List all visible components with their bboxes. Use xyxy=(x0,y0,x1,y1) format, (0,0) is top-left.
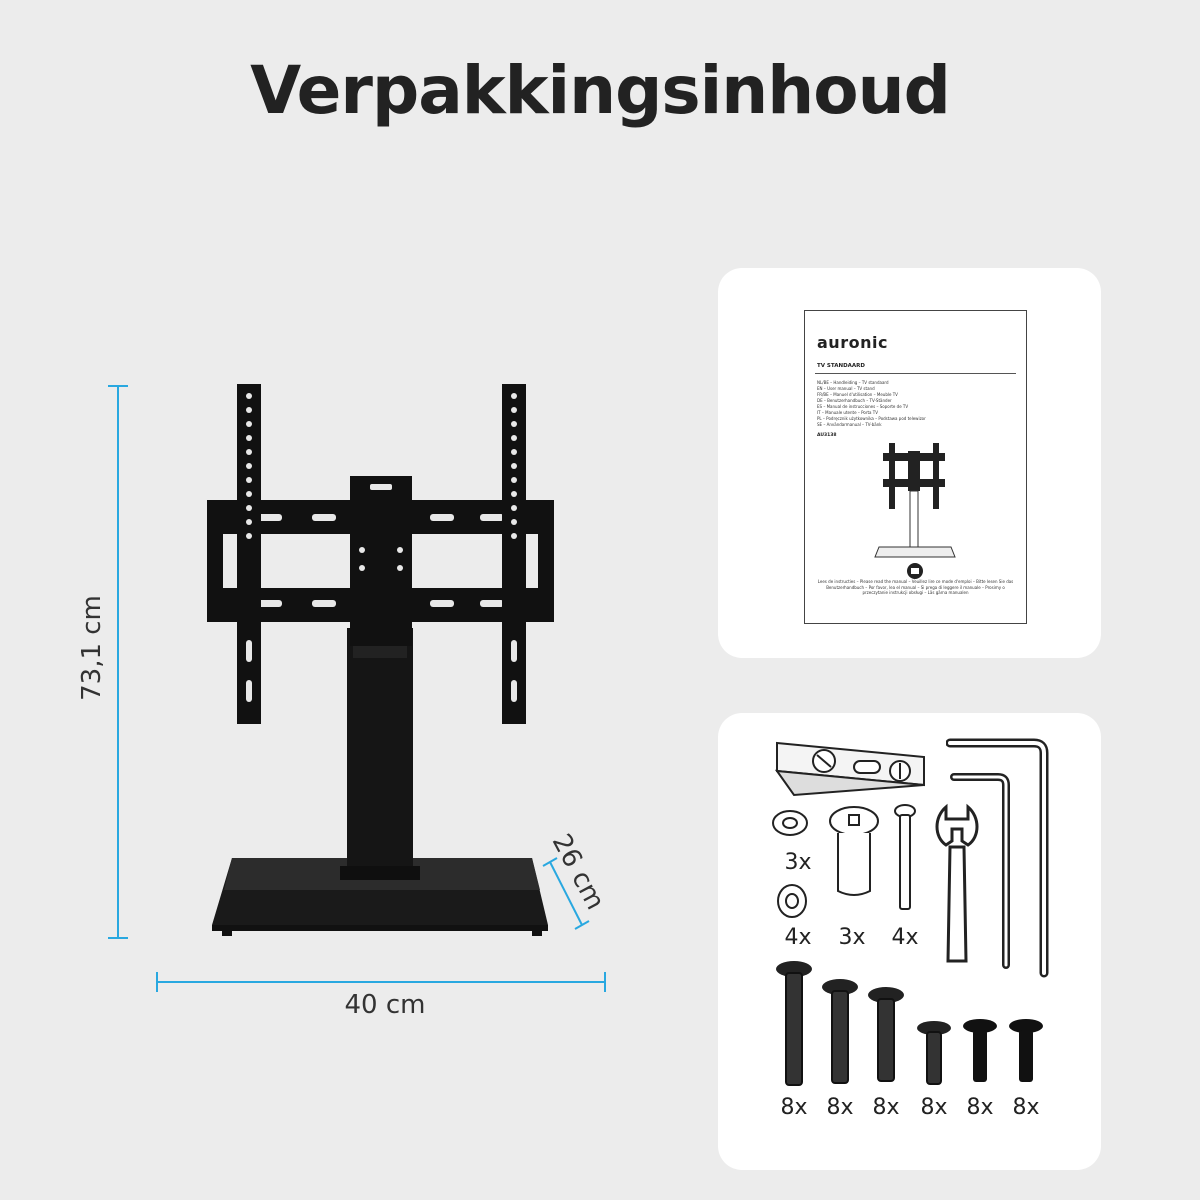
allen-key-small-icon xyxy=(950,773,1010,969)
spacer-quantity: 3x xyxy=(838,925,866,950)
manual-heading: TV STANDAARD xyxy=(817,363,865,369)
screw-m8-long-icon xyxy=(776,961,812,1086)
screw-m6-medium-icon xyxy=(963,1019,997,1082)
screw-quantity: 8x xyxy=(780,1095,808,1120)
manual-card: auronic TV STANDAARD NL/BE – Handleiding… xyxy=(718,268,1101,658)
long-bolt-icon xyxy=(894,804,916,910)
list-item: DE – Benutzerhandbuch – TV-Ständer xyxy=(817,398,892,403)
washer-small-quantity: 4x xyxy=(784,925,812,950)
bubble-level-icon xyxy=(774,741,925,797)
list-item: IT – Manuale utente – Porta TV xyxy=(817,410,878,415)
screw-m8-medium-icon xyxy=(822,979,858,1084)
list-item: FR/BE – Manuel d'utilisation – Meuble TV xyxy=(817,392,898,397)
spacer-icon xyxy=(829,806,879,896)
page-title: Verpakkingsinhoud xyxy=(250,52,951,129)
long-bolt-quantity: 4x xyxy=(891,925,919,950)
screw-m6-long-icon xyxy=(917,1021,951,1085)
manual-language-list: NL/BE – Handleiding – TV standaard EN – … xyxy=(817,380,926,428)
screw-quantity: 8x xyxy=(1012,1095,1040,1120)
screw-quantity: 8x xyxy=(920,1095,948,1120)
washer-large-icon xyxy=(772,810,808,836)
tv-stand-thumbnail-icon xyxy=(874,443,956,558)
read-manual-icon xyxy=(907,563,923,579)
wrench-icon xyxy=(935,803,979,963)
screw-quantity: 8x xyxy=(826,1095,854,1120)
screw-m6-short-icon xyxy=(1009,1019,1043,1082)
product-code: AU3138 xyxy=(817,433,837,438)
list-item: EN – User manual – TV stand xyxy=(817,386,875,391)
list-item: NL/BE – Handleiding – TV standaard xyxy=(817,380,889,385)
screw-quantity: 8x xyxy=(966,1095,994,1120)
washer-large-quantity: 3x xyxy=(784,850,812,875)
user-manual: auronic TV STANDAARD NL/BE – Handleiding… xyxy=(804,310,1027,624)
width-dimension-label: 40 cm xyxy=(344,990,426,1020)
screw-quantity: 8x xyxy=(872,1095,900,1120)
brand-logo: auronic xyxy=(817,333,888,352)
washer-small-icon xyxy=(777,884,807,918)
list-item: ES – Manual de instrucciones – Soporte d… xyxy=(817,404,909,409)
manual-divider xyxy=(815,373,1016,374)
allen-key-large-icon xyxy=(946,738,1049,978)
parts-card: 3x 4x 3x 4x 8x 8x 8x xyxy=(718,713,1101,1170)
list-item: PL – Podręcznik użytkownika – Podstawa p… xyxy=(817,416,926,421)
screw-m8-short-icon xyxy=(868,987,904,1082)
manual-footer-text: Lees de instructies – Please read the ma… xyxy=(817,579,1014,595)
list-item: SE – Användarmanual – TV-bänk xyxy=(817,422,882,427)
